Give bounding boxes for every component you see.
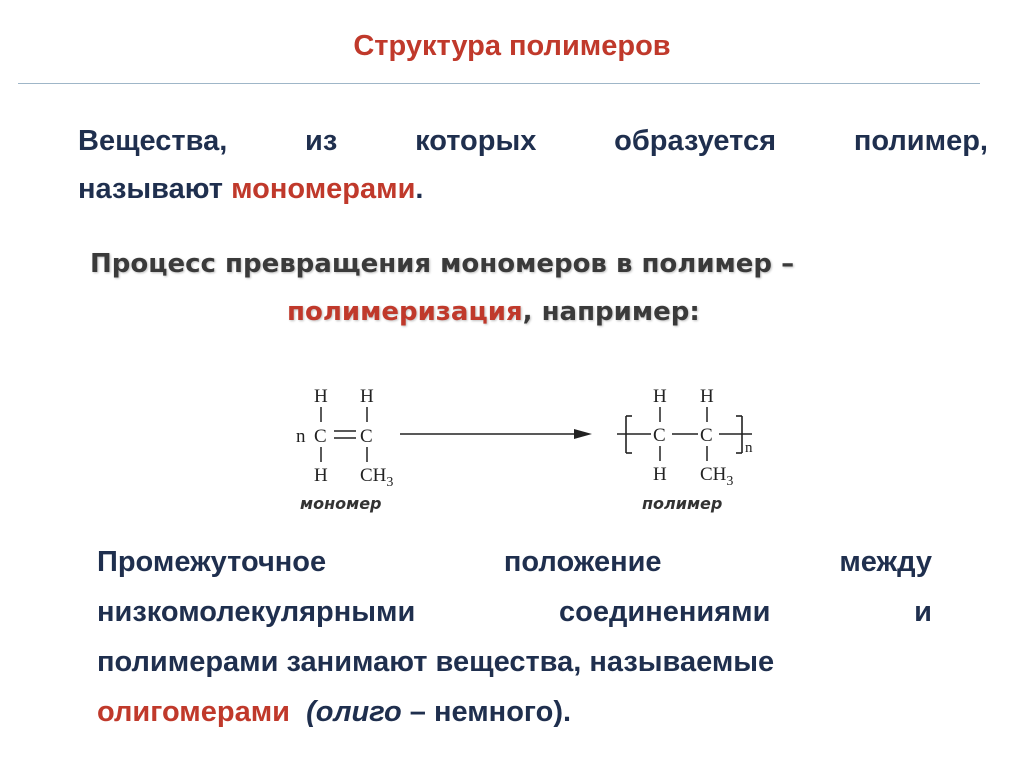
oligo-etymology: (олиго (306, 696, 402, 728)
arrowhead-icon (574, 429, 592, 439)
methyl-ch: CH (700, 464, 727, 485)
oligomers-line-3: полимерами занимают вещества, называемые (97, 646, 775, 678)
atom-c: C (700, 425, 713, 446)
oligomers-line-4: олигомерами (олиго – немного). (97, 687, 932, 737)
word: между (839, 546, 932, 578)
word: которых (415, 125, 537, 157)
title-divider (18, 83, 980, 84)
text: , например: (522, 297, 700, 327)
oligomers-line-2: низкомолекулярными соединениями и (97, 587, 932, 637)
word: полимер, (853, 125, 988, 157)
meaning-text: немного). (433, 696, 572, 728)
word: положение (503, 546, 662, 578)
methyl-group: CH3 (700, 464, 733, 489)
monomers-definition: Вещества, из которых образуется полимер,… (78, 117, 988, 213)
word: образуется (614, 125, 777, 157)
subscript-n: n (745, 440, 753, 456)
term-oligomers: олигомерами (97, 696, 290, 728)
monomer-label: мономер (300, 494, 382, 513)
methyl-subscript-3: 3 (386, 475, 393, 490)
text: называют (78, 173, 232, 205)
atom-h: H (653, 464, 667, 485)
atom-h: H (314, 386, 328, 407)
atom-h: H (314, 465, 328, 486)
slide-title: Структура полимеров (353, 30, 671, 62)
atom-h: H (700, 386, 714, 407)
methyl-group: CH3 (360, 465, 393, 490)
word: низкомолекулярными (97, 596, 416, 628)
term-polymerization: полимеризация (287, 297, 523, 327)
polymerization-reaction-diagram: n C C H H H CH3 мономер C C n H H (296, 386, 753, 513)
oligomers-line-1: Промежуточное положение между (97, 537, 932, 587)
oligomers-definition: Промежуточное положение между низкомолек… (97, 537, 932, 737)
atom-c: C (360, 426, 373, 447)
methyl-ch: CH (360, 465, 387, 486)
text: . (415, 173, 424, 205)
monomers-definition-line-2: называют мономерами. (78, 165, 988, 213)
process-line-1: Процесс превращения мономеров в полимер … (90, 249, 795, 279)
word: Вещества, (78, 125, 228, 157)
polymer-label: полимер (642, 494, 722, 513)
term-monomers: мономерами (231, 173, 416, 205)
methyl-subscript-3: 3 (726, 474, 733, 489)
dash: – (401, 696, 434, 728)
atom-h: H (653, 386, 667, 407)
atom-c: C (314, 426, 327, 447)
monomers-definition-line-1: Вещества, из которых образуется полимер, (78, 117, 988, 165)
atom-h: H (360, 386, 374, 407)
word: соединениями (559, 596, 771, 628)
coefficient-n: n (296, 426, 306, 447)
atom-c: C (653, 425, 666, 446)
polymerization-process: Процесс превращения мономеров в полимер … (90, 240, 950, 336)
word: из (305, 125, 338, 157)
process-line-2: полимеризация, например: (90, 288, 950, 336)
word: Промежуточное (97, 546, 327, 578)
word: и (914, 596, 932, 628)
